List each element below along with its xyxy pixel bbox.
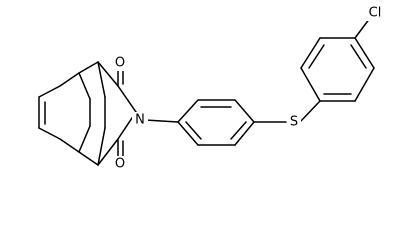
bond (144, 119, 179, 123)
bond-aromatic-inner (308, 44, 325, 69)
bond (38, 85, 61, 98)
bond (300, 37, 321, 69)
bond (78, 61, 99, 74)
bond (78, 151, 99, 166)
bond (234, 121, 255, 146)
label-background (365, 5, 385, 21)
bond (78, 125, 91, 153)
bond (38, 127, 61, 140)
chemical-structure-diagram: Cl S N O O (38, 5, 385, 172)
bond-lines (38, 17, 375, 166)
chlorine-label: Cl (369, 6, 382, 21)
bond (97, 138, 119, 166)
bond (354, 67, 375, 102)
bond (234, 99, 255, 123)
bond (177, 99, 199, 123)
label-background (112, 55, 128, 71)
bond (354, 17, 371, 39)
bond (117, 85, 137, 113)
bond (300, 67, 321, 102)
bond (97, 61, 119, 87)
bond (78, 72, 91, 100)
bond (177, 121, 199, 146)
bond-aromatic-inner (185, 121, 202, 140)
bond-aromatic-inner (350, 44, 367, 69)
bond-aromatic-inner (230, 121, 247, 140)
bond (354, 37, 375, 69)
bond (97, 61, 106, 98)
nitrogen-label: N (135, 113, 145, 128)
bond (59, 72, 80, 87)
bond (299, 100, 321, 123)
sulfur-label: S (290, 115, 298, 130)
oxygen-label-bottom: O (115, 157, 125, 172)
bond (59, 138, 80, 153)
label-background (287, 114, 301, 130)
label-background (132, 112, 148, 128)
bond (97, 127, 106, 166)
oxygen-label-top: O (115, 56, 125, 71)
label-background (112, 156, 128, 172)
atom-labels: Cl S N O O (112, 5, 385, 172)
